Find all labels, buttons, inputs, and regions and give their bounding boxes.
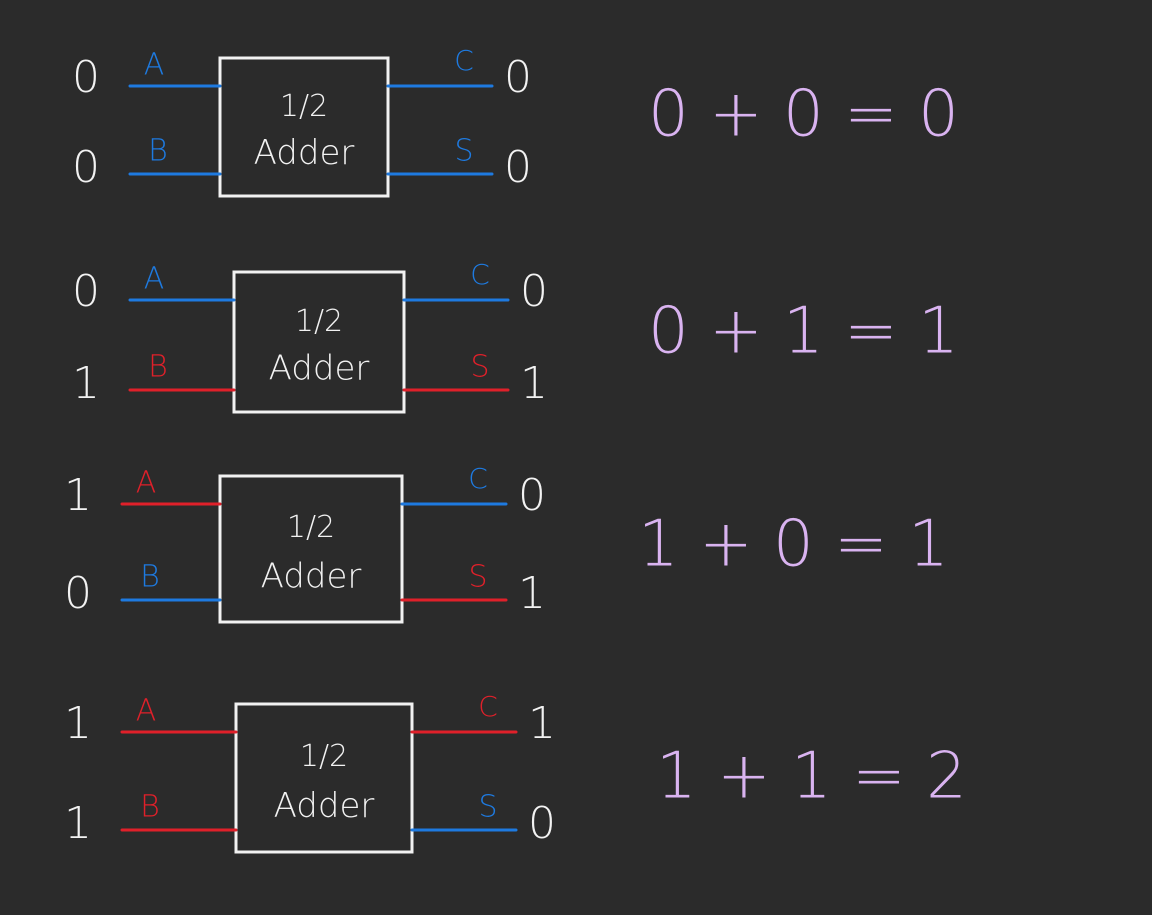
equation-text: 0 + 1 = 1 (648, 295, 959, 369)
adder-label-name: Adder (261, 557, 362, 597)
output-value-c: 0 (518, 470, 546, 521)
label-s: S (468, 560, 487, 595)
half-adder-box (218, 56, 390, 198)
output-value-c: 1 (528, 698, 556, 749)
equation-text: 1 + 1 = 2 (656, 740, 967, 814)
adder-label-fraction: 1/2 (295, 304, 343, 339)
half-adder-box (234, 702, 414, 854)
input-value-b: 1 (64, 798, 92, 849)
label-b: B (140, 560, 160, 595)
output-value-c: 0 (504, 52, 532, 103)
output-value-s: 0 (504, 142, 532, 193)
label-c: C (470, 258, 490, 291)
adder-label-name: Adder (274, 786, 375, 826)
adder-label-fraction: 1/2 (300, 739, 348, 774)
input-value-b: 1 (72, 358, 100, 409)
output-value-s: 1 (520, 358, 548, 409)
label-s: S (454, 134, 473, 169)
label-b: B (148, 134, 168, 169)
input-value-a: 1 (64, 698, 92, 749)
half-adder-box (232, 270, 406, 414)
label-a: A (144, 48, 165, 83)
label-a: A (136, 694, 157, 729)
label-b: B (148, 350, 168, 385)
label-c: C (454, 44, 474, 77)
adder-label-fraction: 1/2 (280, 89, 328, 124)
half-adder-box (218, 474, 404, 624)
input-value-a: 0 (72, 52, 100, 103)
label-c: C (468, 462, 488, 495)
label-b: B (140, 790, 160, 825)
adder-label-name: Adder (254, 133, 355, 173)
label-s: S (470, 350, 489, 385)
input-value-a: 0 (72, 266, 100, 317)
output-value-c: 0 (520, 266, 548, 317)
label-c: C (478, 690, 498, 723)
equation-text: 0 + 0 = 0 (648, 78, 959, 152)
label-s: S (478, 790, 497, 825)
input-value-b: 0 (64, 568, 92, 619)
output-value-s: 1 (518, 568, 546, 619)
label-a: A (144, 262, 165, 297)
adder-label-fraction: 1/2 (287, 510, 335, 545)
adder-label-name: Adder (269, 349, 370, 389)
input-value-b: 0 (72, 142, 100, 193)
input-value-a: 1 (64, 470, 92, 521)
label-a: A (136, 466, 157, 501)
equation-text: 1 + 0 = 1 (638, 508, 949, 582)
output-value-s: 0 (528, 798, 556, 849)
